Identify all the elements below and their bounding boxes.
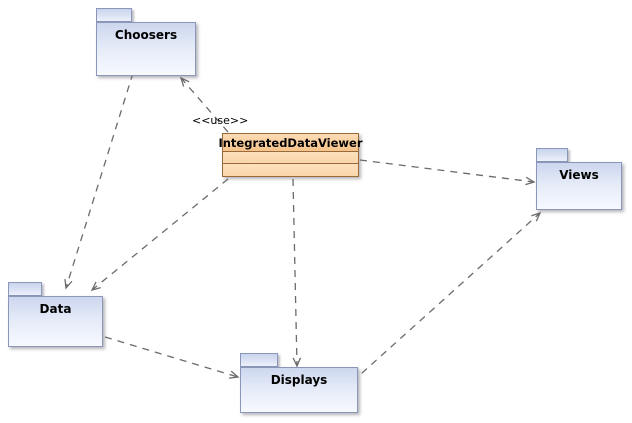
dependency-edge bbox=[292, 178, 302, 368]
classifier-attributes-compartment bbox=[223, 152, 358, 164]
arrowhead bbox=[292, 357, 302, 368]
arrowhead bbox=[525, 176, 536, 186]
package-views[interactable]: Views bbox=[536, 148, 622, 210]
classifier-name: IntegratedDataViewer bbox=[218, 135, 363, 150]
edge-label-use: <<use>> bbox=[192, 114, 249, 127]
arrowhead bbox=[228, 370, 240, 379]
dependency-edge bbox=[104, 336, 240, 379]
dependency-edge bbox=[359, 159, 536, 186]
package-displays[interactable]: Displays bbox=[240, 353, 358, 413]
arrowhead bbox=[179, 76, 190, 87]
package-body: Displays bbox=[240, 367, 358, 413]
dependency-edge bbox=[351, 211, 542, 383]
classifier-title-compartment: IntegratedDataViewer bbox=[218, 134, 363, 152]
package-tab bbox=[96, 8, 132, 22]
dependency-edge bbox=[64, 72, 134, 290]
dependency-edge bbox=[90, 178, 229, 292]
package-tab bbox=[536, 148, 568, 162]
package-tab bbox=[240, 353, 278, 367]
package-label: Displays bbox=[270, 373, 328, 387]
package-label: Views bbox=[559, 168, 599, 182]
arrowhead bbox=[90, 281, 101, 292]
package-body: Choosers bbox=[96, 22, 196, 76]
arrowhead bbox=[64, 278, 73, 290]
package-data[interactable]: Data bbox=[8, 282, 103, 347]
dependency-edge bbox=[179, 76, 229, 133]
package-tab bbox=[8, 282, 42, 296]
package-choosers[interactable]: Choosers bbox=[96, 8, 196, 76]
package-body: Views bbox=[536, 162, 622, 210]
package-label: Choosers bbox=[114, 28, 178, 42]
package-label: Data bbox=[39, 302, 72, 316]
classifier-integrateddataviewer[interactable]: IntegratedDataViewer bbox=[218, 133, 363, 177]
package-body: Data bbox=[8, 296, 103, 347]
arrowhead bbox=[531, 211, 542, 222]
classifier-operations-compartment bbox=[223, 164, 358, 176]
